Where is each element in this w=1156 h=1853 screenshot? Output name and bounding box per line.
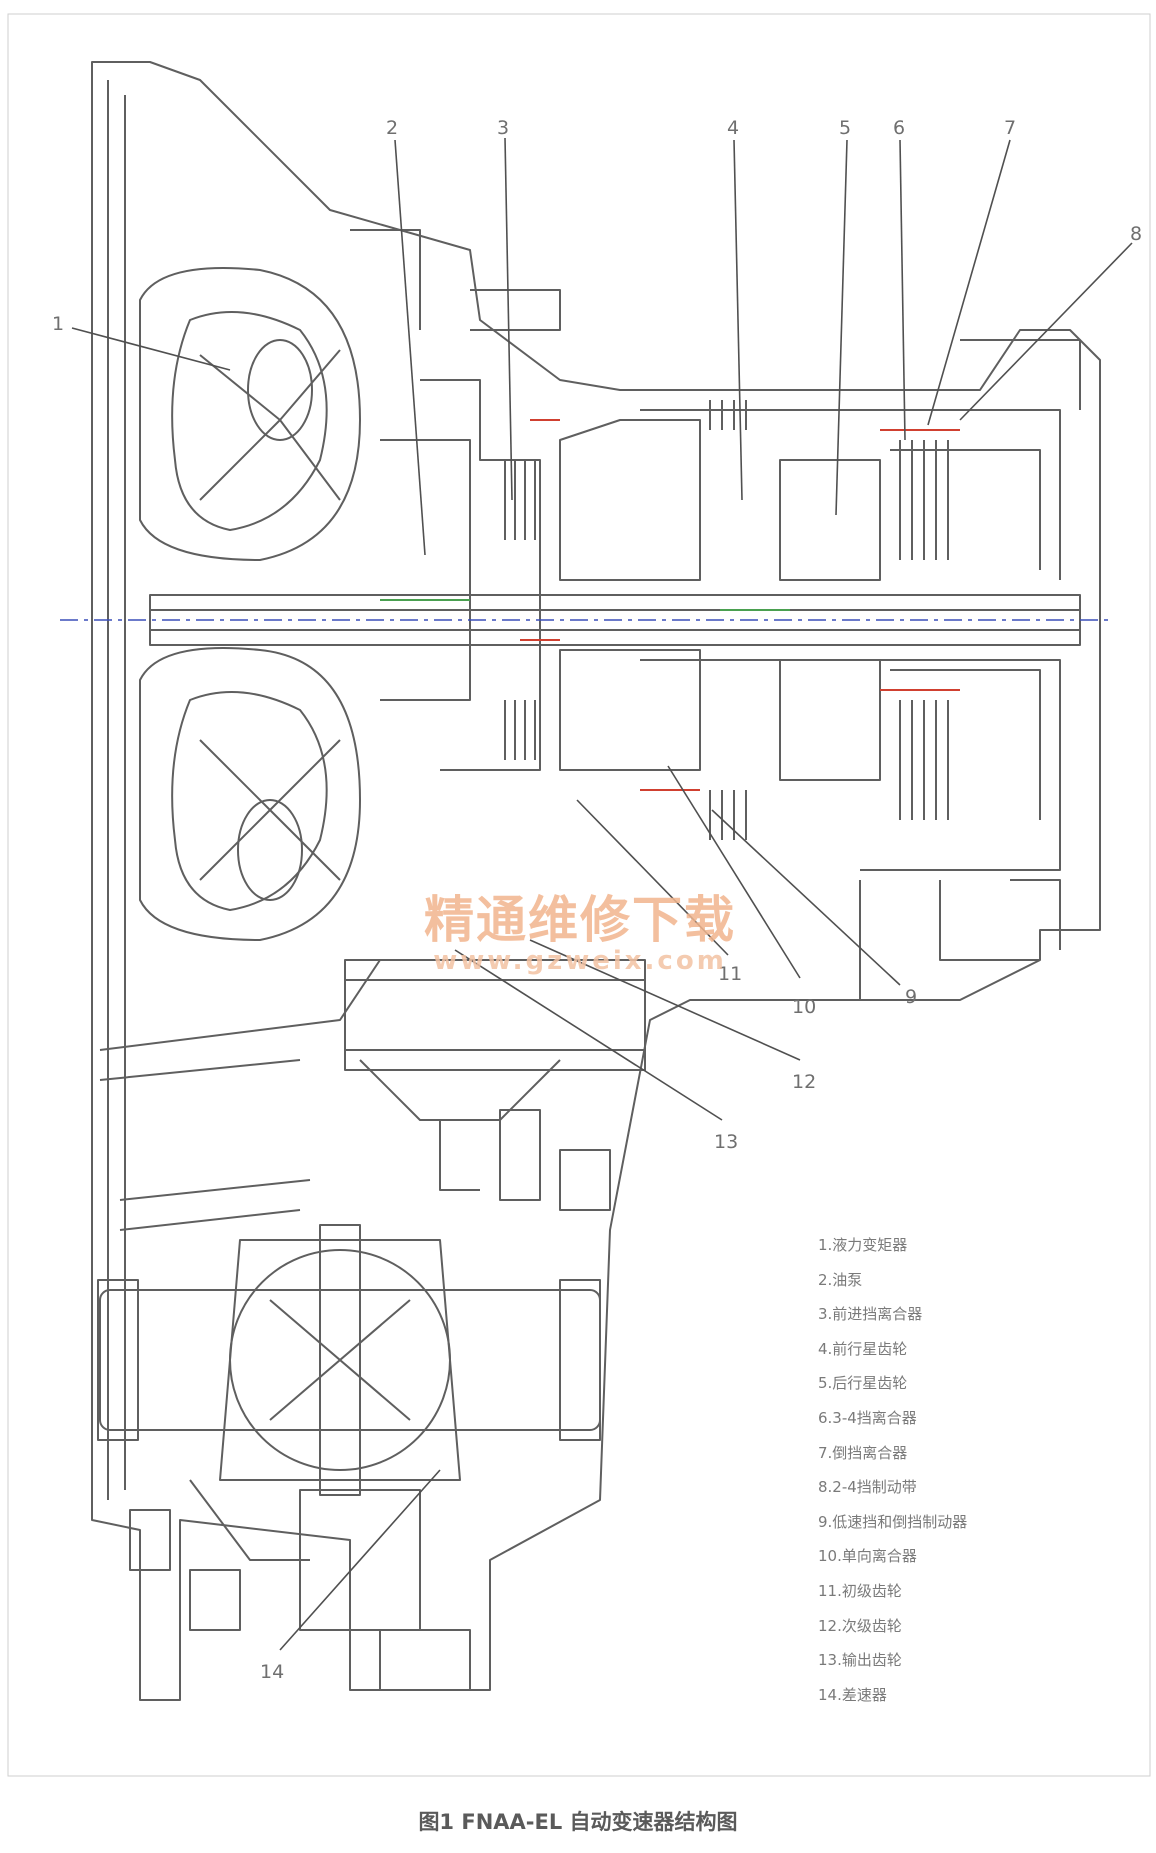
legend-item: 5.后行星齿轮 xyxy=(818,1374,908,1393)
callout-6: 6 xyxy=(893,117,905,139)
callout-7: 7 xyxy=(1004,117,1016,139)
callout-9: 9 xyxy=(905,986,917,1008)
legend-item: 8.2-4挡制动带 xyxy=(818,1478,917,1497)
legend-item: 9.低速挡和倒挡制动器 xyxy=(818,1512,968,1531)
legend-item: 1.液力变矩器 xyxy=(818,1236,908,1254)
legend-item: 2.油泵 xyxy=(818,1270,863,1289)
legend-item: 4.前行星齿轮 xyxy=(818,1339,908,1358)
callout-14: 14 xyxy=(260,1661,284,1683)
callout-10: 10 xyxy=(792,996,816,1018)
legend-item: 13.输出齿轮 xyxy=(818,1651,902,1670)
legend-item: 14.差速器 xyxy=(818,1685,887,1704)
parts-legend: 1.液力变矩器 2.油泵 3.前进挡离合器 4.前行星齿轮 5.后行星齿轮 6.… xyxy=(818,1228,967,1712)
callout-3: 3 xyxy=(497,117,509,139)
callout-12: 12 xyxy=(792,1071,816,1093)
legend-item: 3.前进挡离合器 xyxy=(818,1305,923,1324)
legend-item: 10.单向离合器 xyxy=(818,1547,917,1566)
callout-13: 13 xyxy=(714,1131,738,1153)
legend-item: 11.初级齿轮 xyxy=(818,1581,902,1600)
legend-item: 6.3-4挡离合器 xyxy=(818,1408,917,1427)
callout-1: 1 xyxy=(52,313,64,335)
callout-5: 5 xyxy=(839,117,851,139)
legend-item: 7.倒挡离合器 xyxy=(818,1443,908,1462)
callout-8: 8 xyxy=(1130,223,1142,245)
callout-4: 4 xyxy=(727,117,739,139)
callout-2: 2 xyxy=(386,117,398,139)
figure-caption: 图1 FNAA-EL 自动变速器结构图 xyxy=(418,1810,738,1834)
callout-11: 11 xyxy=(718,963,742,985)
legend-item: 12.次级齿轮 xyxy=(818,1616,902,1635)
